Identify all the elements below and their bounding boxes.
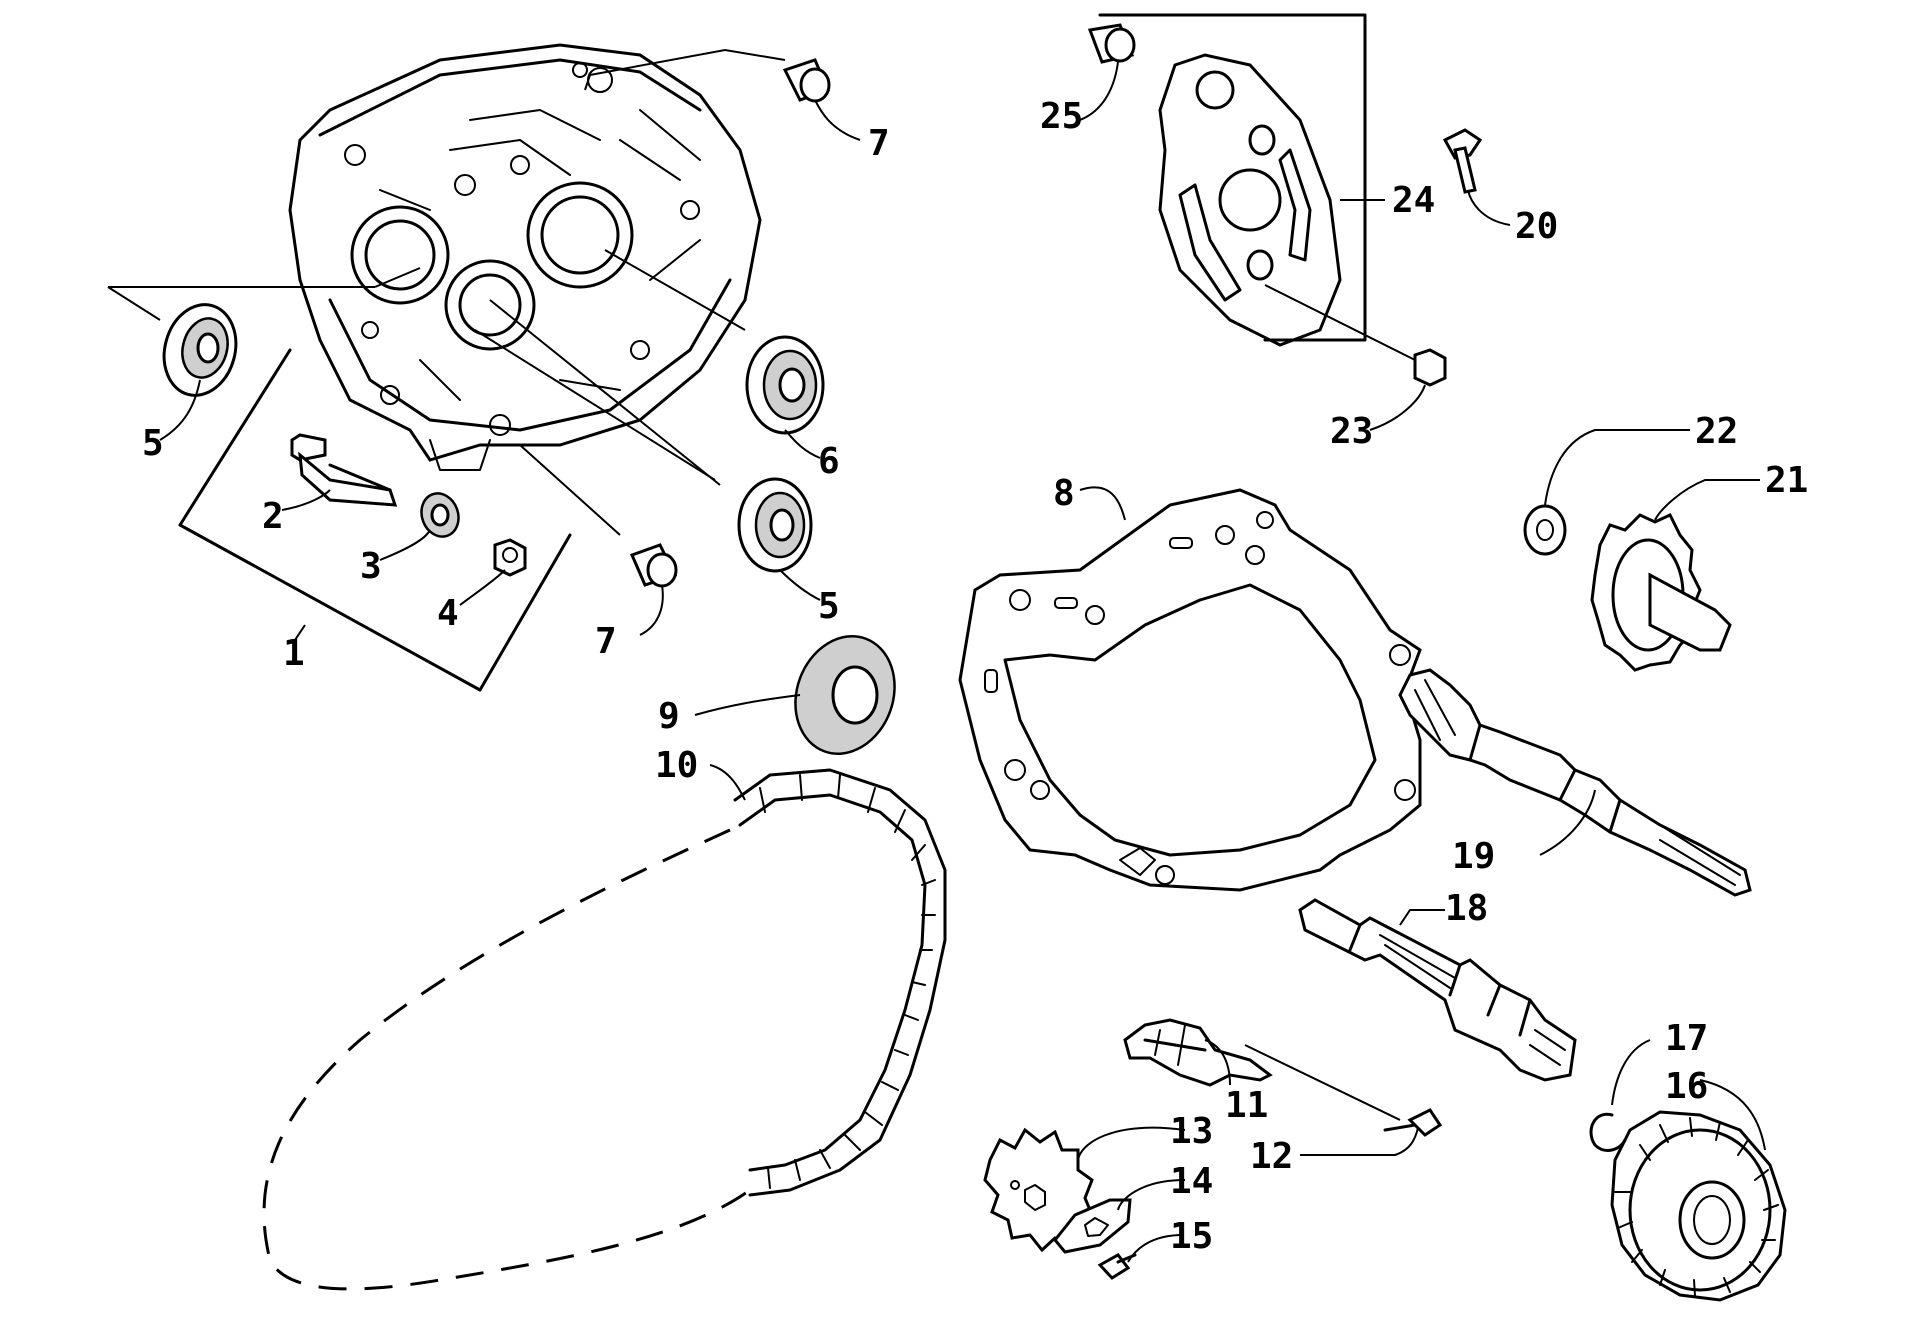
washer-22 [1523, 504, 1567, 556]
bracket-24 [1098, 13, 1367, 342]
label-25: 25 [1040, 96, 1083, 137]
label-15: 15 [1170, 1216, 1213, 1257]
dowel-25 [1087, 23, 1136, 64]
gasket-8 [958, 488, 1422, 892]
chain-10 [262, 768, 947, 1291]
bearing-5-right [737, 477, 813, 573]
label-10: 10 [655, 745, 698, 786]
washer-3 [420, 492, 460, 538]
shaft-18 [1298, 898, 1577, 1082]
cover-plate-24 [1158, 53, 1342, 347]
bracket-1 [178, 348, 572, 692]
label-20: 20 [1515, 206, 1558, 247]
label-18: 18 [1445, 888, 1488, 929]
label-16: 16 [1665, 1066, 1708, 1107]
label-13: 13 [1170, 1111, 1213, 1152]
part-labels: 1 2 3 4 5 5 6 7 7 8 9 10 11 12 13 14 15 … [142, 96, 1808, 1257]
screw-12 [1383, 1108, 1443, 1137]
label-11: 11 [1225, 1085, 1268, 1126]
label-17: 17 [1665, 1018, 1708, 1059]
bearing-5-left [162, 303, 238, 397]
label-24: 24 [1392, 180, 1435, 221]
dowel-7-top [782, 58, 831, 103]
label-6: 6 [818, 441, 840, 482]
gear-16 [1610, 1110, 1787, 1302]
label-7-top: 7 [868, 123, 890, 164]
lock-plate-14 [1053, 1198, 1132, 1254]
label-22: 22 [1695, 411, 1738, 452]
leader-lines [107, 48, 1766, 1263]
bearing-6 [745, 335, 825, 435]
circlip-17 [1589, 1112, 1627, 1152]
label-1: 1 [283, 633, 305, 674]
gear-21 [1590, 513, 1732, 672]
chain-guide-11 [1123, 1018, 1273, 1087]
case-cover [288, 43, 762, 471]
label-21: 21 [1765, 460, 1808, 501]
nut-4 [493, 538, 527, 577]
label-23: 23 [1330, 411, 1373, 452]
label-9: 9 [658, 696, 680, 737]
dowel-7-bottom [629, 543, 678, 588]
bearing-9 [794, 635, 896, 755]
nut-23 [1413, 348, 1447, 387]
label-14: 14 [1170, 1161, 1213, 1202]
label-3: 3 [360, 546, 382, 587]
label-12: 12 [1250, 1136, 1293, 1177]
label-2: 2 [262, 496, 284, 537]
stud-bolt [290, 433, 398, 507]
label-8: 8 [1053, 473, 1075, 514]
label-4: 4 [437, 593, 459, 634]
label-5-left: 5 [142, 423, 164, 464]
label-7-bottom: 7 [595, 621, 617, 662]
shaft-19 [1398, 668, 1752, 897]
label-19: 19 [1452, 836, 1495, 877]
label-5-right: 5 [818, 586, 840, 627]
bolt-20 [1442, 128, 1483, 194]
